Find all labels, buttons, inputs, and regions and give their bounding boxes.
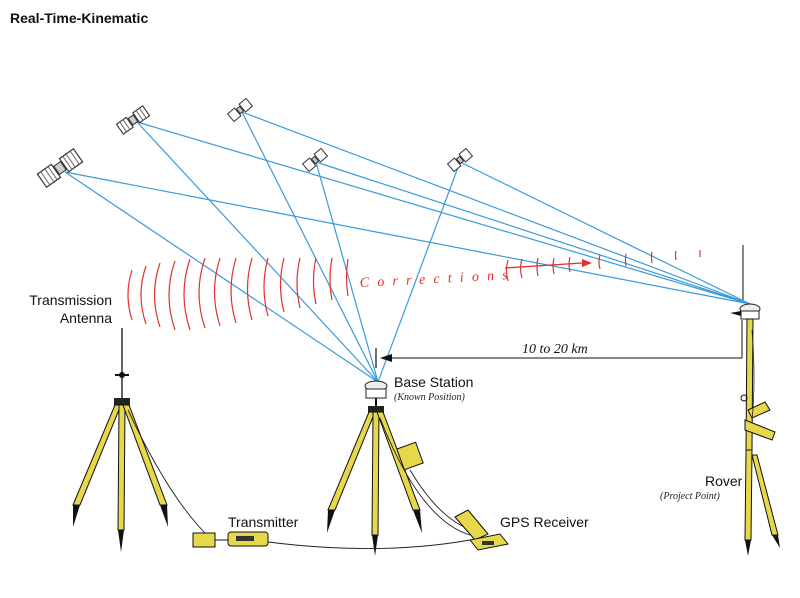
satellite-icon	[301, 147, 329, 173]
satellite-icon	[226, 97, 254, 123]
diagram-title: Real-Time-Kinematic	[10, 10, 148, 26]
transmission-antenna-label: Transmission	[29, 292, 112, 308]
ray-sat3-rover	[241, 111, 751, 305]
tripod-icon	[327, 406, 422, 556]
cables	[127, 409, 473, 549]
gps-receiver-label: GPS Receiver	[500, 514, 589, 530]
distance-label: 10 to 20 km	[522, 342, 588, 357]
base-station-sublabel: (Known Position)	[394, 392, 466, 403]
battery-icon	[396, 441, 424, 471]
satellite-icon	[36, 147, 84, 189]
ray-sat1-rover	[64, 171, 751, 305]
transmitter-icon	[192, 531, 269, 548]
rover-pole-icon	[730, 245, 780, 556]
satellite-icon	[115, 105, 151, 135]
ray-sat4-rover	[315, 161, 751, 305]
ray-sat2-base	[136, 121, 379, 383]
tripod-icon	[72, 398, 168, 552]
distance-indicator: 10 to 20 km	[375, 320, 743, 368]
ray-sat3-base	[241, 111, 379, 383]
ray-sat5-base	[377, 161, 461, 383]
transmitter-label: Transmitter	[228, 514, 299, 530]
satellite-icon	[446, 147, 474, 173]
ray-sat1-base	[64, 171, 379, 383]
corrections-wave	[127, 250, 701, 331]
corrections-label: Corrections	[359, 268, 508, 291]
gps-receiver-icon	[454, 509, 509, 551]
base-station-antenna-icon	[364, 380, 388, 408]
ray-sat2-rover	[136, 121, 751, 305]
rover-sublabel: (Project Point)	[660, 491, 721, 502]
antenna-icon	[115, 328, 129, 398]
rover-label: Rover	[705, 473, 743, 489]
ray-sat5-rover	[459, 161, 751, 305]
signal-rays	[64, 111, 751, 383]
transmission-antenna-label: Antenna	[60, 310, 112, 326]
base-station-label: Base Station	[394, 374, 473, 390]
